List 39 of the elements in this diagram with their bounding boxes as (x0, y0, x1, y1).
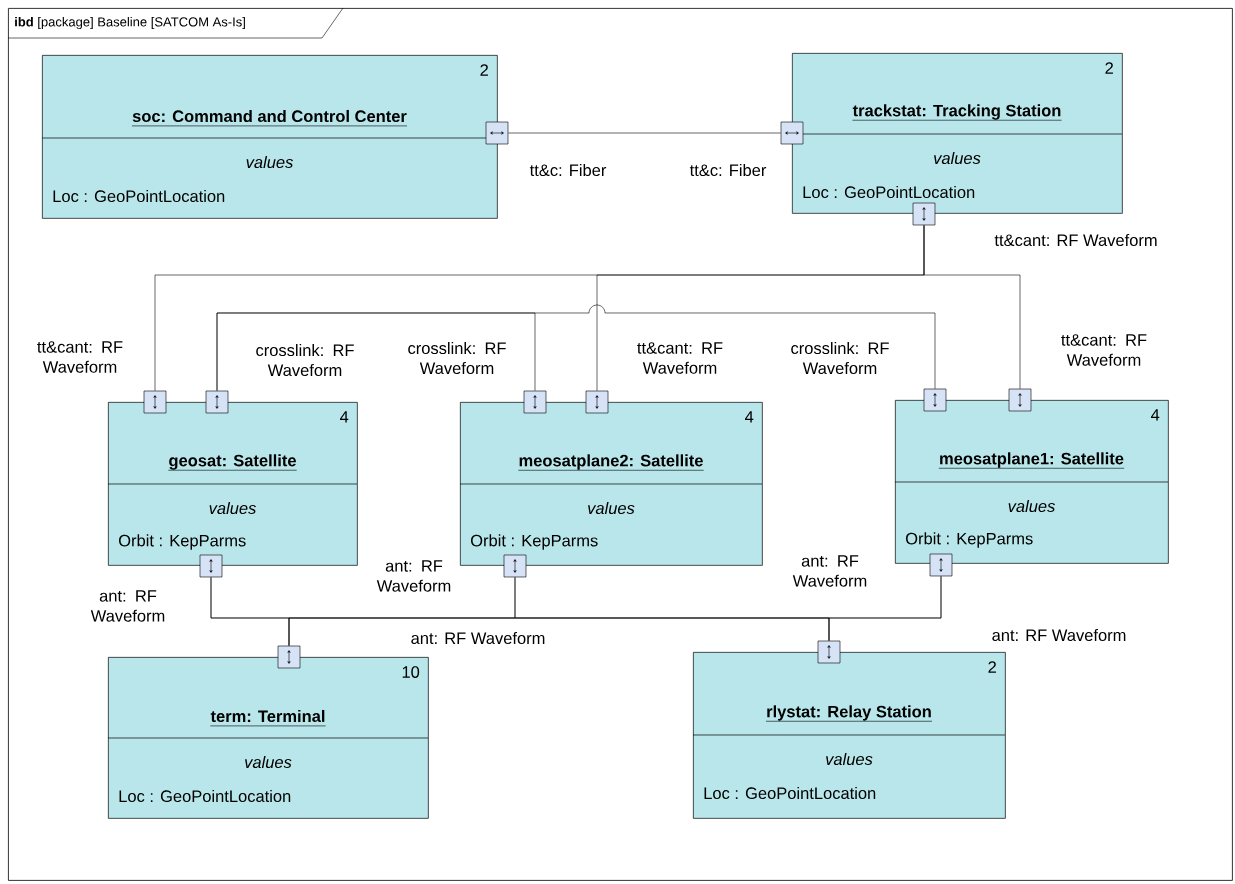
part-box: 2 trackstat: Tracking Station values Loc : GeoPointLocation (791, 53, 1123, 214)
port-box (585, 390, 609, 414)
port-box (503, 554, 527, 578)
port-label: crosslink: RF Waveform (256, 343, 354, 377)
part-box: 2 soc: Command and Control Center values Loc : GeoPointLocation (41, 55, 498, 219)
port-label: ant: RF Waveform (90, 590, 165, 622)
part-box: 10 term: Terminal values Loc : GeoPointLocation (107, 657, 429, 819)
port-box (912, 202, 936, 226)
port-label: crosslink: RF Waveform (408, 341, 506, 375)
port-label: ant: RF Waveform (411, 631, 545, 645)
port-box (277, 645, 301, 669)
port-box (1008, 388, 1032, 412)
connector (828, 576, 942, 641)
part-box: 4 meosatplane2: Satellite values Orbit : KepParms (459, 402, 763, 566)
port-label: tt&c: Fiber (529, 163, 607, 177)
port-box (923, 388, 947, 412)
port-label: ant: RF Waveform (792, 555, 867, 587)
port-label: ant: RF Waveform (376, 560, 451, 592)
port-box (780, 121, 804, 145)
port-label: tt&cant: RF Waveform (1061, 334, 1147, 366)
part-box: 2 rlystat: Relay Station values Loc : GeoPointLocation (692, 652, 1006, 819)
port-box (205, 390, 229, 414)
port-label: tt&c: Fiber (689, 163, 767, 177)
connector (923, 225, 1021, 389)
port-label: tt&cant: RF Waveform (37, 341, 123, 373)
port-box (817, 640, 841, 664)
part-box: 4 geosat: Satellite values Orbit : KepParms (107, 402, 358, 566)
port-box (199, 554, 223, 578)
part-box: 4 meosatplane1: Satellite values Orbit : KepParms (894, 400, 1169, 564)
port-box (523, 390, 547, 414)
port-label: tt&cant: RF Waveform (637, 342, 723, 374)
port-box (143, 390, 167, 414)
connector (216, 304, 936, 391)
connector (508, 132, 781, 134)
port-label: crosslink: RF Waveform (791, 341, 889, 375)
port-label: tt&cant: RF Waveform (994, 233, 1157, 247)
port-box (929, 553, 953, 577)
port-box (485, 121, 509, 145)
port-label: ant: RF Waveform (992, 628, 1126, 642)
